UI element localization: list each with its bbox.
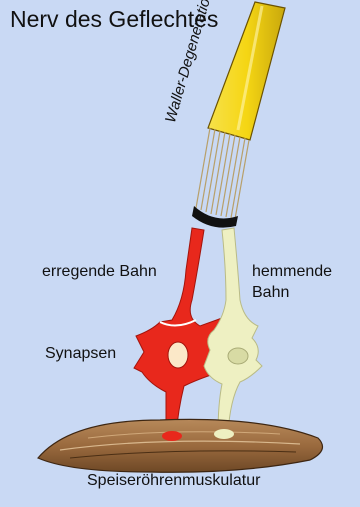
synapses-label: Synapsen <box>45 345 116 363</box>
excitatory-path-label: erregende Bahn <box>42 263 157 281</box>
inhibitory-path-label-line1: hemmende <box>252 263 332 281</box>
nerve-bundle <box>208 2 285 140</box>
frayed-fibers <box>196 128 249 219</box>
muscle-label: Speiseröhrenmuskulatur <box>87 472 260 490</box>
muscle-tissue <box>38 419 323 472</box>
inhibitory-neuron <box>204 228 262 434</box>
inhibitory-path-label-line2: Bahn <box>252 284 289 302</box>
excitatory-neuron <box>134 228 222 436</box>
